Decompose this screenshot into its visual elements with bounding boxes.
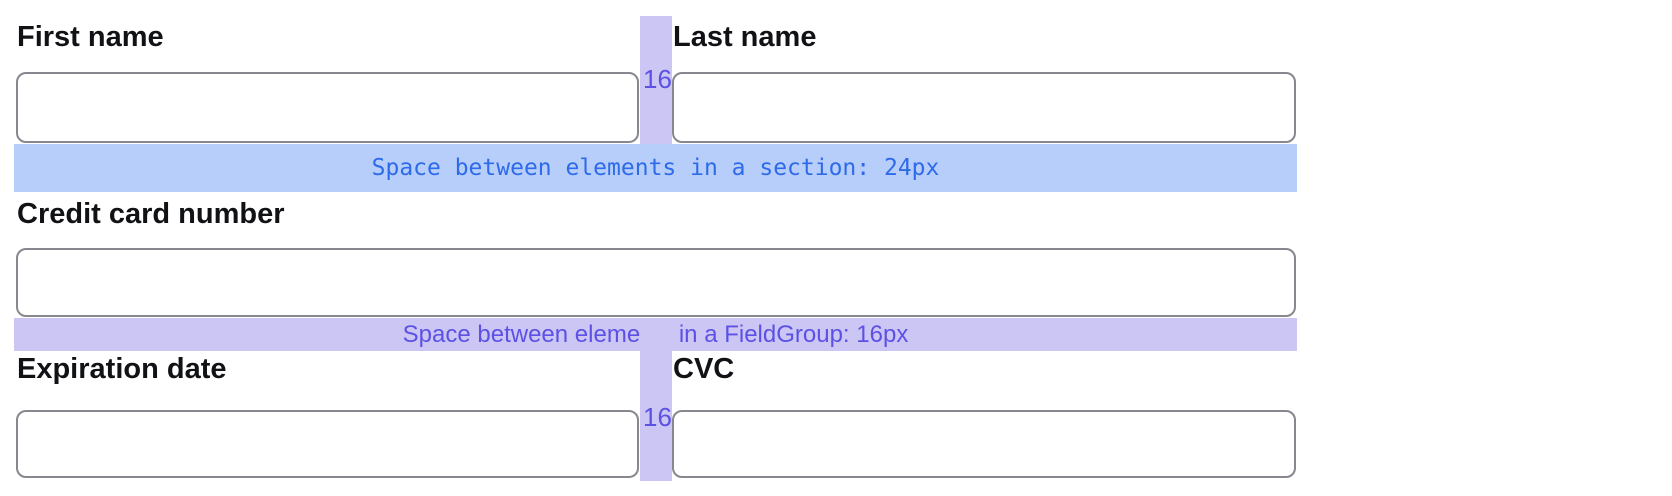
column-gap-band-bottom (640, 318, 672, 481)
column-gap-label-bottom: 16 (643, 402, 672, 432)
last-name-input[interactable] (672, 72, 1296, 143)
expiration-date-label: Expiration date (17, 353, 227, 385)
column-gap-band-top (640, 16, 672, 144)
first-name-input[interactable] (16, 72, 639, 143)
column-gap-label-top: 16 (643, 64, 672, 94)
cvc-input[interactable] (672, 410, 1296, 478)
section-spacing-band: Space between elements in a section: 24p… (14, 144, 1297, 192)
first-name-label: First name (17, 21, 164, 53)
last-name-label: Last name (673, 21, 817, 53)
credit-card-input[interactable] (16, 248, 1296, 317)
expiration-date-input[interactable] (16, 410, 639, 478)
section-spacing-text: Space between elements in a section: 24p… (371, 155, 940, 181)
cvc-label: CVC (673, 353, 735, 385)
credit-card-label: Credit card number (17, 198, 285, 230)
